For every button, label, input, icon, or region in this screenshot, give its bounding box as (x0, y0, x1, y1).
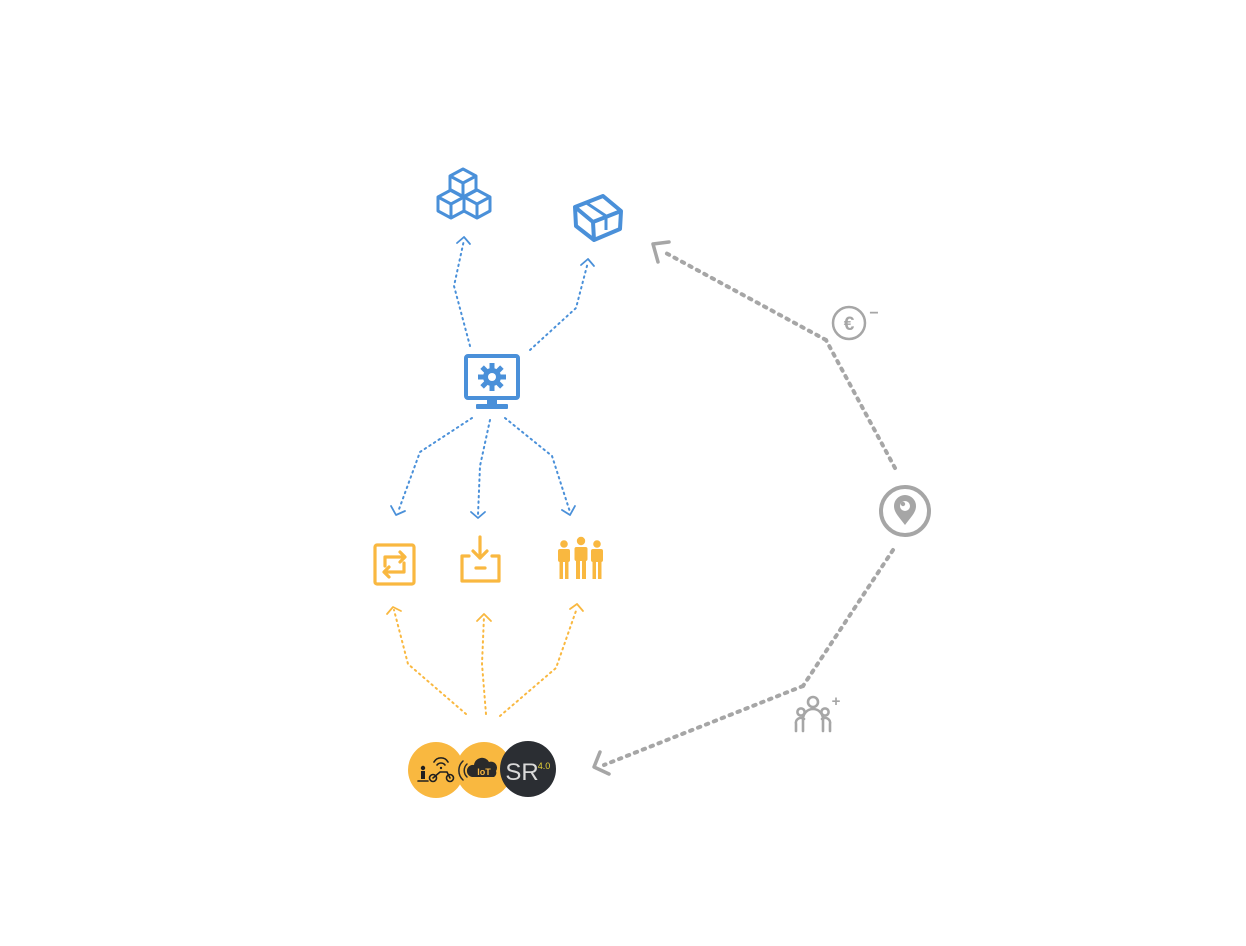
users-plus-icon: + (794, 693, 841, 733)
arrowhead-bottom-left (592, 750, 611, 776)
arrowhead-cubes (456, 236, 471, 245)
arrowhead-repeat (390, 505, 406, 516)
connector-monitor-to-repeat (397, 417, 473, 513)
users-plus-sign: + (832, 693, 841, 710)
connector-monitor-to-inbox (477, 419, 491, 516)
arrowhead-package (580, 258, 595, 267)
motorcycle-wifi-logo (408, 742, 464, 798)
iot-label: IoT (477, 767, 491, 777)
arrowhead-repeat-up (386, 606, 402, 615)
inbox-download-icon (460, 535, 501, 583)
connector-logos-to-team (499, 607, 578, 717)
connector-euro-to-top-arrow (662, 250, 828, 342)
sr-label: SR (505, 759, 538, 786)
connector-monitor-to-cubes (452, 239, 471, 347)
repeat-icon (373, 543, 416, 586)
connector-pin-to-euro (824, 338, 897, 470)
connector-monitor-to-team (504, 417, 571, 513)
arrowhead-inbox-up (476, 613, 492, 622)
euro-symbol: € (844, 314, 855, 335)
euro-minus-icon: € − (831, 305, 879, 341)
arrowhead-inbox (470, 511, 486, 519)
arrowhead-team-up (569, 603, 584, 612)
arrowhead-top-left (651, 240, 671, 264)
blue-connectors (397, 239, 589, 516)
connector-monitor-to-package (529, 261, 589, 351)
connector-users-to-bottom-arrow (602, 684, 805, 767)
cubes-icon (436, 167, 492, 220)
iot-cloud-logo: IoT (456, 742, 512, 798)
gear-icon (478, 363, 506, 391)
gray-connectors (602, 250, 897, 767)
euro-minus-sign: − (869, 305, 878, 322)
connector-pin-to-users (801, 548, 895, 688)
monitor-settings-icon (464, 354, 520, 409)
blue-arrowheads (390, 236, 595, 519)
location-pin-icon (879, 485, 931, 537)
sr-version-label: 4.0 (538, 761, 551, 771)
orange-arrowheads (386, 603, 584, 622)
orange-connectors (393, 607, 578, 717)
gray-arrowheads (592, 240, 671, 776)
sr-logo: SR 4.0 (500, 741, 556, 797)
connector-logos-to-inbox (480, 615, 487, 715)
arrowhead-team (561, 505, 576, 516)
package-box-icon (573, 194, 623, 242)
team-people-icon (558, 536, 603, 579)
partner-logos: IoT SR 4.0 (408, 741, 556, 798)
connector-logos-to-repeat (393, 609, 467, 715)
